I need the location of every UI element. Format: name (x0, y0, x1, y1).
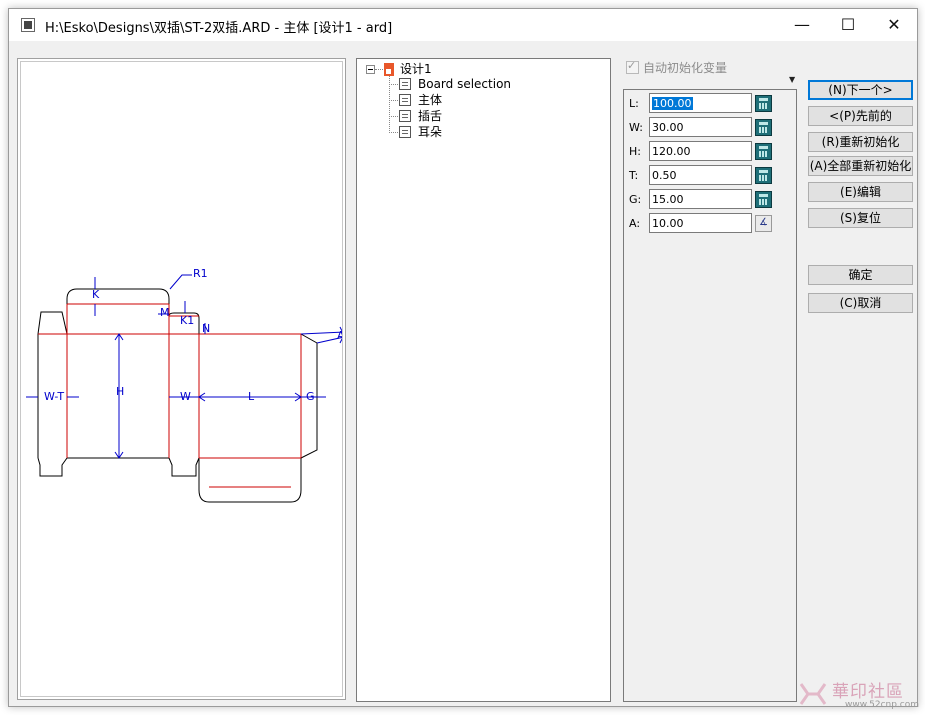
preview-panel: R1 K M K1 N A W-T H W L G (17, 58, 346, 700)
preview-canvas: R1 K M K1 N A W-T H W L G (20, 61, 343, 697)
label-n: N (202, 322, 210, 335)
title-bar[interactable]: H:\Esko\Designs\双插\ST-2双插.ARD - 主体 [设计1 … (9, 9, 917, 41)
tree-connector (389, 76, 390, 133)
label-g: G (306, 390, 315, 403)
label-k: K (92, 288, 100, 301)
param-label: W: (629, 121, 643, 134)
auto-reinit-checkbox[interactable]: 自动初始化变量 (626, 59, 727, 76)
label-k1: K1 (180, 314, 194, 327)
design-tree-panel: 设计1 Board selection 主体 插舌 耳朵 (356, 58, 611, 702)
auto-reinit-label: 自动初始化变量 (643, 61, 728, 75)
label-r1: R1 (193, 267, 208, 280)
tree-connector (389, 84, 398, 85)
ok-button[interactable]: 确定 (808, 265, 913, 285)
parameters-panel: L: 100.00 W: 30.00 H: 120.00 T: 0.50 G: … (623, 89, 797, 702)
param-t-input[interactable]: 0.50 (649, 165, 752, 185)
collapse-toggle[interactable] (366, 65, 375, 74)
label-h: H (116, 385, 124, 398)
document-icon (399, 94, 411, 106)
document-icon (399, 126, 411, 138)
param-label: A: (629, 217, 641, 230)
param-h-input[interactable]: 120.00 (649, 141, 752, 161)
dropdown-arrow-icon[interactable]: ▼ (789, 75, 796, 84)
watermark-url: www.52cnp.com (845, 700, 920, 710)
tree-connector (389, 132, 398, 133)
close-button[interactable]: ✕ (887, 15, 901, 34)
next-button[interactable]: (N)下一个> (808, 80, 913, 100)
reinitialize-all-button[interactable]: (A)全部重新初始化 (808, 156, 913, 176)
tree-item-body[interactable]: 主体 (418, 93, 443, 107)
calculator-icon[interactable] (755, 95, 772, 112)
dimension-labels: R1 K M K1 N A W-T H W L G (44, 267, 343, 403)
checkbox-icon (626, 59, 639, 74)
document-icon (399, 78, 411, 90)
tree-item-ears[interactable]: 耳朵 (418, 125, 443, 139)
calculator-icon[interactable] (755, 119, 772, 136)
reinitialize-button[interactable]: (R)重新初始化 (808, 132, 913, 152)
param-a-input[interactable]: 10.00 (649, 213, 752, 233)
calculator-icon[interactable] (755, 167, 772, 184)
design-root-icon (384, 63, 394, 76)
crease-lines (38, 303, 302, 488)
label-w: W (180, 390, 191, 403)
label-w-t: W-T (44, 390, 64, 403)
calculator-icon[interactable] (755, 191, 772, 208)
tree-item-tuck[interactable]: 插舌 (418, 109, 443, 123)
box-diagram: R1 K M K1 N A W-T H W L G (26, 267, 343, 503)
previous-button[interactable]: <(P)先前的 (808, 106, 913, 126)
cut-lines (37, 288, 318, 503)
param-l-input[interactable]: 100.00 (649, 93, 752, 113)
edit-button[interactable]: (E)编辑 (808, 182, 913, 202)
minimize-button[interactable]: — (794, 15, 810, 34)
watermark-text: 華印社區 (832, 682, 904, 702)
param-label: L: (629, 97, 639, 110)
param-g-input[interactable]: 15.00 (649, 189, 752, 209)
watermark: 華印社區 www.52cnp.com (795, 675, 920, 713)
label-a: A (337, 329, 343, 342)
window-title: H:\Esko\Designs\双插\ST-2双插.ARD - 主体 [设计1 … (45, 21, 393, 36)
param-label: T: (629, 169, 639, 182)
application-window: H:\Esko\Designs\双插\ST-2双插.ARD - 主体 [设计1 … (8, 8, 918, 707)
document-icon (399, 110, 411, 122)
tree-connector (375, 69, 383, 70)
maximize-button[interactable]: ☐ (840, 15, 856, 34)
angle-icon[interactable]: ∡ (755, 215, 772, 232)
label-l: L (248, 390, 255, 403)
dimension-lines (26, 274, 342, 459)
reset-button[interactable]: (S)复位 (808, 208, 913, 228)
watermark-logo-icon (799, 683, 827, 705)
tree-connector (389, 100, 398, 101)
param-w-input[interactable]: 30.00 (649, 117, 752, 137)
label-m: M (160, 306, 170, 319)
calculator-icon[interactable] (755, 143, 772, 160)
tree-root-label[interactable]: 设计1 (400, 62, 432, 76)
cancel-button[interactable]: (C)取消 (808, 293, 913, 313)
tree-connector (389, 116, 398, 117)
param-label: H: (629, 145, 641, 158)
tree-item-board-selection[interactable]: Board selection (418, 77, 512, 91)
app-icon (21, 18, 35, 32)
param-label: G: (629, 193, 642, 206)
